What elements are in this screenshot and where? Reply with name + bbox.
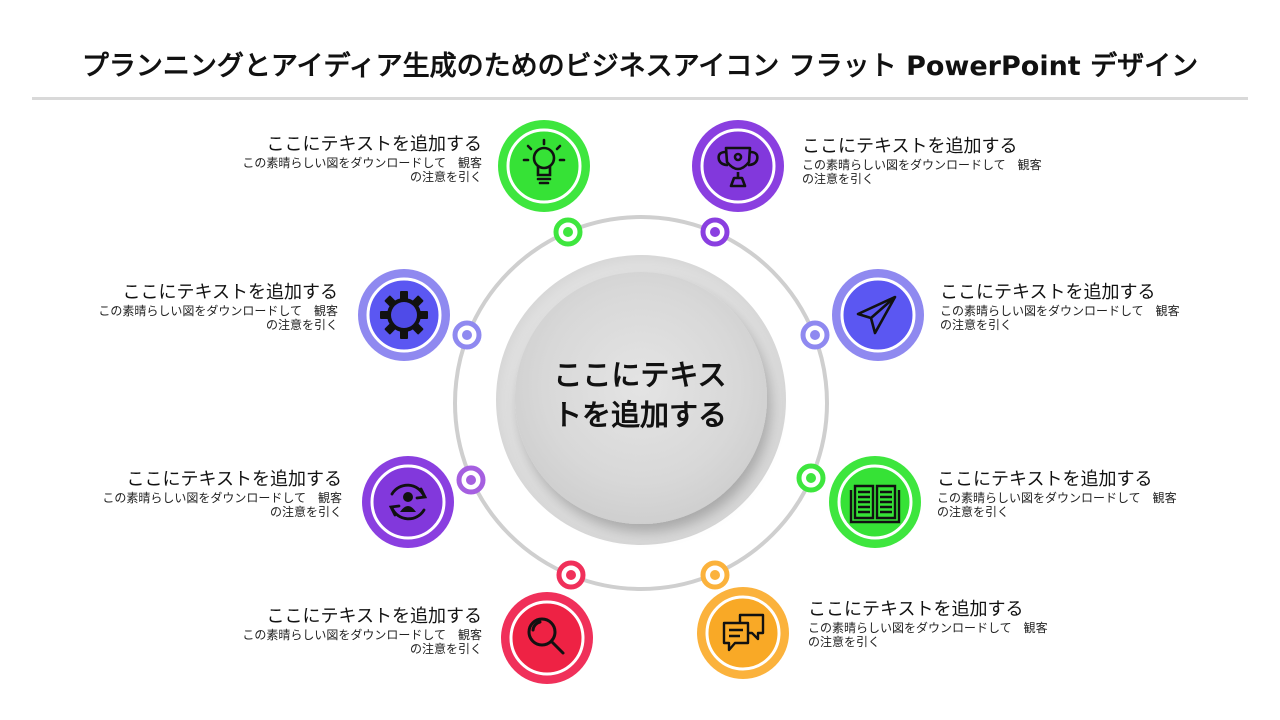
- item-1-description: この素晴らしい図をダウンロードして 観客の注意を引く: [242, 156, 482, 184]
- item-4-icon-circle: [832, 269, 924, 361]
- item-6-heading: ここにテキストを追加する: [937, 469, 1153, 490]
- item-5-text: ここにテキストを追加する この素晴らしい図をダウンロードして 観客の注意を引く: [0, 469, 342, 519]
- item-7-text: ここにテキストを追加する この素晴らしい図をダウンロードして 観客の注意を引く: [82, 606, 482, 656]
- item-4-description: この素晴らしい図をダウンロードして 観客の注意を引く: [940, 304, 1180, 332]
- item-2-description: この素晴らしい図をダウンロードして 観客の注意を引く: [802, 158, 1042, 186]
- ring-connector-7: [556, 560, 586, 590]
- item-5-icon-circle: [362, 456, 454, 548]
- title-divider: [32, 97, 1248, 100]
- item-4-heading: ここにテキストを追加する: [940, 282, 1156, 303]
- item-8-heading: ここにテキストを追加する: [808, 599, 1024, 620]
- center-disc: [515, 272, 767, 524]
- ring-connector-2: [700, 217, 730, 247]
- item-8-text: ここにテキストを追加する この素晴らしい図をダウンロードして 観客の注意を引く: [808, 599, 1208, 649]
- cycle-ring: [453, 215, 829, 591]
- item-6-icon-circle: [829, 456, 921, 548]
- ring-connector-8: [700, 560, 730, 590]
- item-7-description: この素晴らしい図をダウンロードして 観客の注意を引く: [242, 628, 482, 656]
- item-4-text: ここにテキストを追加する この素晴らしい図をダウンロードして 観客の注意を引く: [940, 282, 1280, 332]
- item-3-description: この素晴らしい図をダウンロードして 観客の注意を引く: [98, 304, 338, 332]
- item-2-text: ここにテキストを追加する この素晴らしい図をダウンロードして 観客の注意を引く: [802, 136, 1202, 186]
- item-3-icon-circle: [358, 269, 450, 361]
- item-7-heading: ここにテキストを追加する: [266, 606, 482, 627]
- item-1-text: ここにテキストを追加する この素晴らしい図をダウンロードして 観客の注意を引く: [82, 134, 482, 184]
- item-1-heading: ここにテキストを追加する: [266, 134, 482, 155]
- item-2-heading: ここにテキストを追加する: [802, 136, 1018, 157]
- center-label: ここにテキス トを追加する: [540, 355, 740, 435]
- item-1-icon-circle: [498, 120, 590, 212]
- ring-connector-1: [553, 217, 583, 247]
- item-5-heading: ここにテキストを追加する: [126, 469, 342, 490]
- ring-connector-6: [796, 463, 826, 493]
- item-2-icon-circle: [692, 120, 784, 212]
- trophy-icon: [717, 146, 759, 188]
- ring-connector-5: [456, 465, 486, 495]
- item-8-description: この素晴らしい図をダウンロードして 観客の注意を引く: [808, 621, 1048, 649]
- item-8-icon-circle: [697, 587, 789, 679]
- item-6-description: この素晴らしい図をダウンロードして 観客の注意を引く: [937, 491, 1177, 519]
- user-cycle-icon: [388, 483, 428, 521]
- ring-connector-3: [452, 320, 482, 350]
- center-label-line-2: トを追加する: [552, 398, 727, 432]
- ring-connector-4: [800, 320, 830, 350]
- item-7-icon-circle: [501, 592, 593, 684]
- center-label-line-1: ここにテキス: [553, 358, 727, 392]
- item-3-heading: ここにテキストを追加する: [122, 282, 338, 303]
- item-3-text: ここにテキストを追加する この素晴らしい図をダウンロードして 観客の注意を引く: [0, 282, 338, 332]
- magnifier-icon: [527, 617, 565, 655]
- gear-icon: [380, 291, 428, 339]
- lightbulb-icon: [522, 138, 566, 185]
- page-title: プランニングとアイディア生成のためのビジネスアイコン フラット PowerPoi…: [81, 51, 1199, 82]
- item-5-description: この素晴らしい図をダウンロードして 観客の注意を引く: [102, 491, 342, 519]
- open-book-icon: [849, 484, 901, 524]
- paper-plane-icon: [856, 295, 897, 335]
- item-6-text: ここにテキストを追加する この素晴らしい図をダウンロードして 観客の注意を引く: [937, 469, 1280, 519]
- chat-bubbles-icon: [722, 613, 765, 652]
